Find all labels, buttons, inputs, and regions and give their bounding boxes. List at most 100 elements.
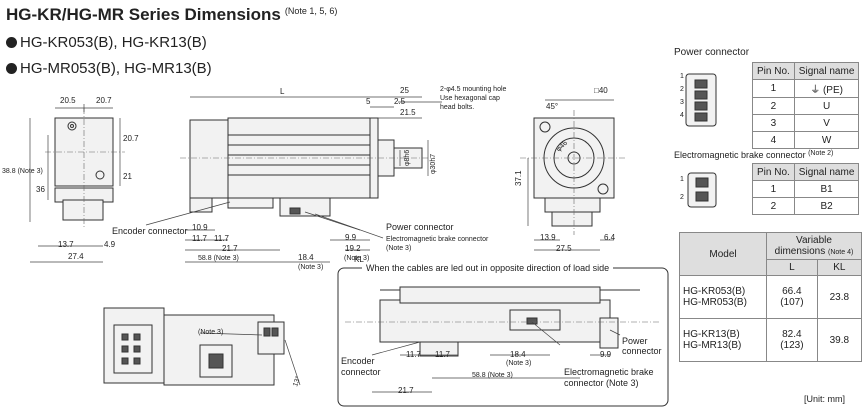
bc-header-pin: Pin No. [752,163,795,181]
table-cell: 3 [752,114,795,132]
dim-4-9: 4.9 [104,240,116,249]
note3-b-18-4: (Note 3) [506,360,532,367]
label-b-brake-1: Electromagnetic brake [564,367,654,377]
opposite-lead-view [337,267,669,407]
table-cell: 2 [752,197,795,215]
rear-view [29,104,125,263]
dimension-drawing [29,96,669,407]
dim-10-9: 10.9 [192,223,208,232]
note-mounting-hole: 2-φ4.5 mounting hole [440,86,507,93]
dim-6-4: 6.4 [604,233,616,242]
table-cell: HG-KR13(B)HG-MR13(B) [679,318,767,362]
table-cell: 1 [752,180,795,198]
dim-11-7-b: 11.7 [214,234,229,243]
dim-9-9: 9.9 [345,233,357,242]
page-title: HG-KR/HG-MR Series Dimensions(Note 1, 5,… [6,5,338,24]
dim-square-40: □40 [594,86,608,95]
table-cell: 39.8 [816,318,863,362]
table-row: HG-KR13(B)HG-MR13(B) 82.4(123) 39.8 [679,318,863,362]
table-cell: 2 [752,97,795,115]
dim-b-11-7-a: 11.7 [406,350,421,359]
brake-connector-icon [687,172,717,208]
dim-b-9-9: 9.9 [600,350,612,359]
power-connector-icon [685,73,717,127]
power-connector-title: Power connector [674,47,750,58]
dim-b-21-7: 21.7 [398,386,414,395]
mt-header-L: L [766,259,818,276]
dim-36: 36 [36,185,45,194]
label-b-power-1: Power [622,336,648,346]
dim-21: 21 [123,172,132,181]
unit-label: [Unit: mm] [804,394,846,404]
dim-20-5: 20.5 [60,96,76,105]
power-pin-label-3: 3 [680,99,684,106]
label-encoder-connector: Encoder connector [112,226,188,236]
note3-brake: (Note 3) [386,245,412,252]
table-cell: 23.8 [816,275,863,319]
brake-connector-title: Electromagnetic brake connector (Note 2) [674,150,834,160]
dim-b-11-7-b: 11.7 [435,350,450,359]
table-cell: B1 [793,180,860,198]
connector-detail-view [103,307,301,386]
note-hex-cap: Use hexagonal cap [440,95,500,102]
dim-KL: KL [354,255,364,264]
cables-caption: When the cables are led out in opposite … [362,263,614,273]
dim-2-5: 2.5 [394,97,406,106]
dim-21-7: 21.7 [222,244,238,253]
table-cell: 4 [752,131,795,149]
dim-11-7-a: 11.7 [192,234,207,243]
table-cell: 66.4(107) [766,275,818,319]
mt-header-model: Model [679,232,767,276]
table-cell: 1 [752,79,795,98]
dim-18-4: 18.4 [298,253,314,262]
dim-38-8: 38.8 (Note 3) [2,168,43,175]
table-cell: 82.4(123) [766,318,818,362]
dim-19-2: 19.2 [345,244,361,253]
dim-25: 25 [400,86,409,95]
dim-L-top: L [280,87,285,96]
label-b-brake-2: connector (Note 3) [564,378,639,388]
dim-b-18-4: 18.4 [510,350,526,359]
label-brake-connector: Electromagnetic brake connector [386,236,489,243]
table-row: HG-KR053(B)HG-MR053(B) 66.4(107) 23.8 [679,275,863,319]
pc-header-pin: Pin No. [752,62,795,80]
brake-pin-label-2: 2 [680,194,684,201]
label-b-power-2: connector [622,346,662,356]
pc-header-signal: Signal name [793,62,860,80]
note-head-bolts: head bolts. [440,104,475,111]
note3-19-2: (Note 3) [344,255,370,262]
table-cell: U [793,97,860,115]
label-power-connector: Power connector [386,222,454,232]
model-bullet-kr: HG-KR053(B), HG-KR13(B) [6,34,207,51]
front-view [520,99,625,251]
dim-20-7: 20.7 [96,96,112,105]
note3-18-4: (Note 3) [298,264,324,271]
table-cell: HG-KR053(B)HG-MR053(B) [679,275,767,319]
table-cell: ⏚ (PE) [793,79,860,98]
bc-header-signal: Signal name [793,163,860,181]
table-cell: V [793,114,860,132]
dim-27-5: 27.5 [556,244,572,253]
mt-header-KL: KL [816,259,863,276]
dim-phi30: φ30h7 [430,153,437,174]
power-pin-label-2: 2 [680,86,684,93]
table-cell: B2 [793,197,860,215]
dim-13-9: 13.9 [540,233,556,242]
dim-21-5: 21.5 [400,108,416,117]
dim-b-58-8: 58.8 (Note 3) [472,372,513,379]
dim-5: 5 [366,97,371,106]
side-view [145,96,442,263]
dim-27-4: 27.4 [68,252,84,261]
dim-58-8: 58.8 (Note 3) [198,255,239,262]
dim-37-1: 37.1 [514,170,523,186]
table-cell: W [793,131,860,149]
label-b-encoder-1: Encoder [341,356,375,366]
label-b-encoder-2: connector [341,367,381,377]
dim-angle-45: 45° [546,102,559,111]
power-pin-label-1: 1 [680,73,684,80]
note3-iso: (Note 3) [198,329,224,336]
